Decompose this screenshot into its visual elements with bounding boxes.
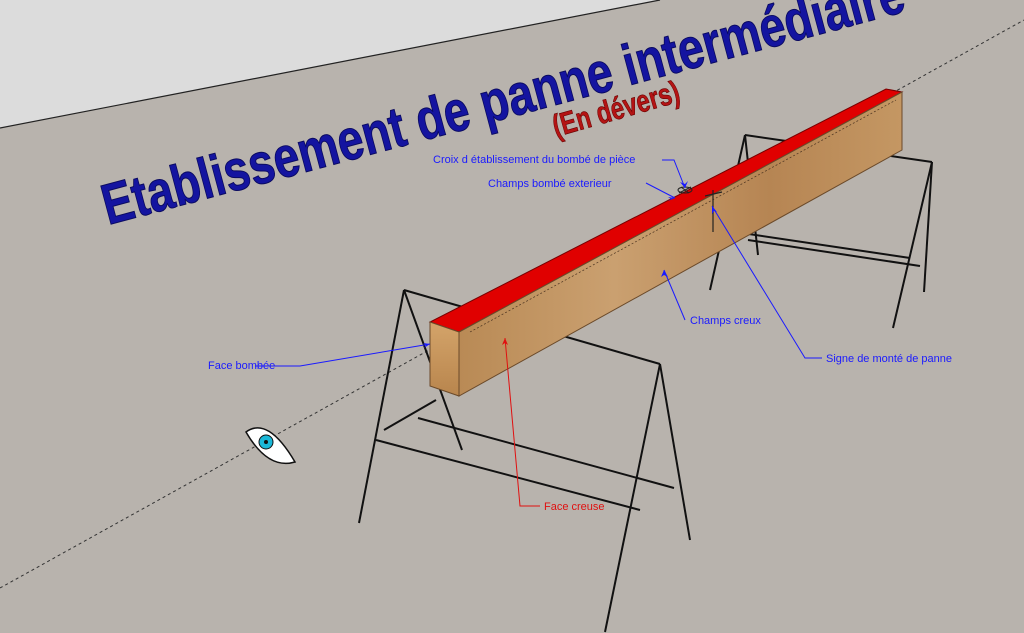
beam [428, 88, 904, 397]
label-face-bombee: Face bombée [208, 360, 275, 372]
beam-side-face [458, 91, 903, 397]
leaders-blue [255, 159, 822, 367]
beam-end-face [429, 321, 460, 397]
label-croix: Croix d établissement du bombé de pièce [433, 154, 635, 166]
label-signe: Signe de monté de panne [826, 353, 952, 365]
horizon-line [0, 0, 661, 129]
leader-arrowheads [423, 181, 717, 348]
leader-red [504, 337, 540, 507]
label-face-creuse: Face creuse [544, 501, 605, 513]
label-champs-bombe: Champs bombé exterieur [488, 178, 612, 190]
label-champs-creux: Champs creux [690, 315, 761, 327]
leader-red-arrowhead [502, 338, 508, 345]
crown-line [469, 99, 897, 333]
eye-icon [245, 427, 297, 465]
trestle-back [709, 134, 933, 329]
